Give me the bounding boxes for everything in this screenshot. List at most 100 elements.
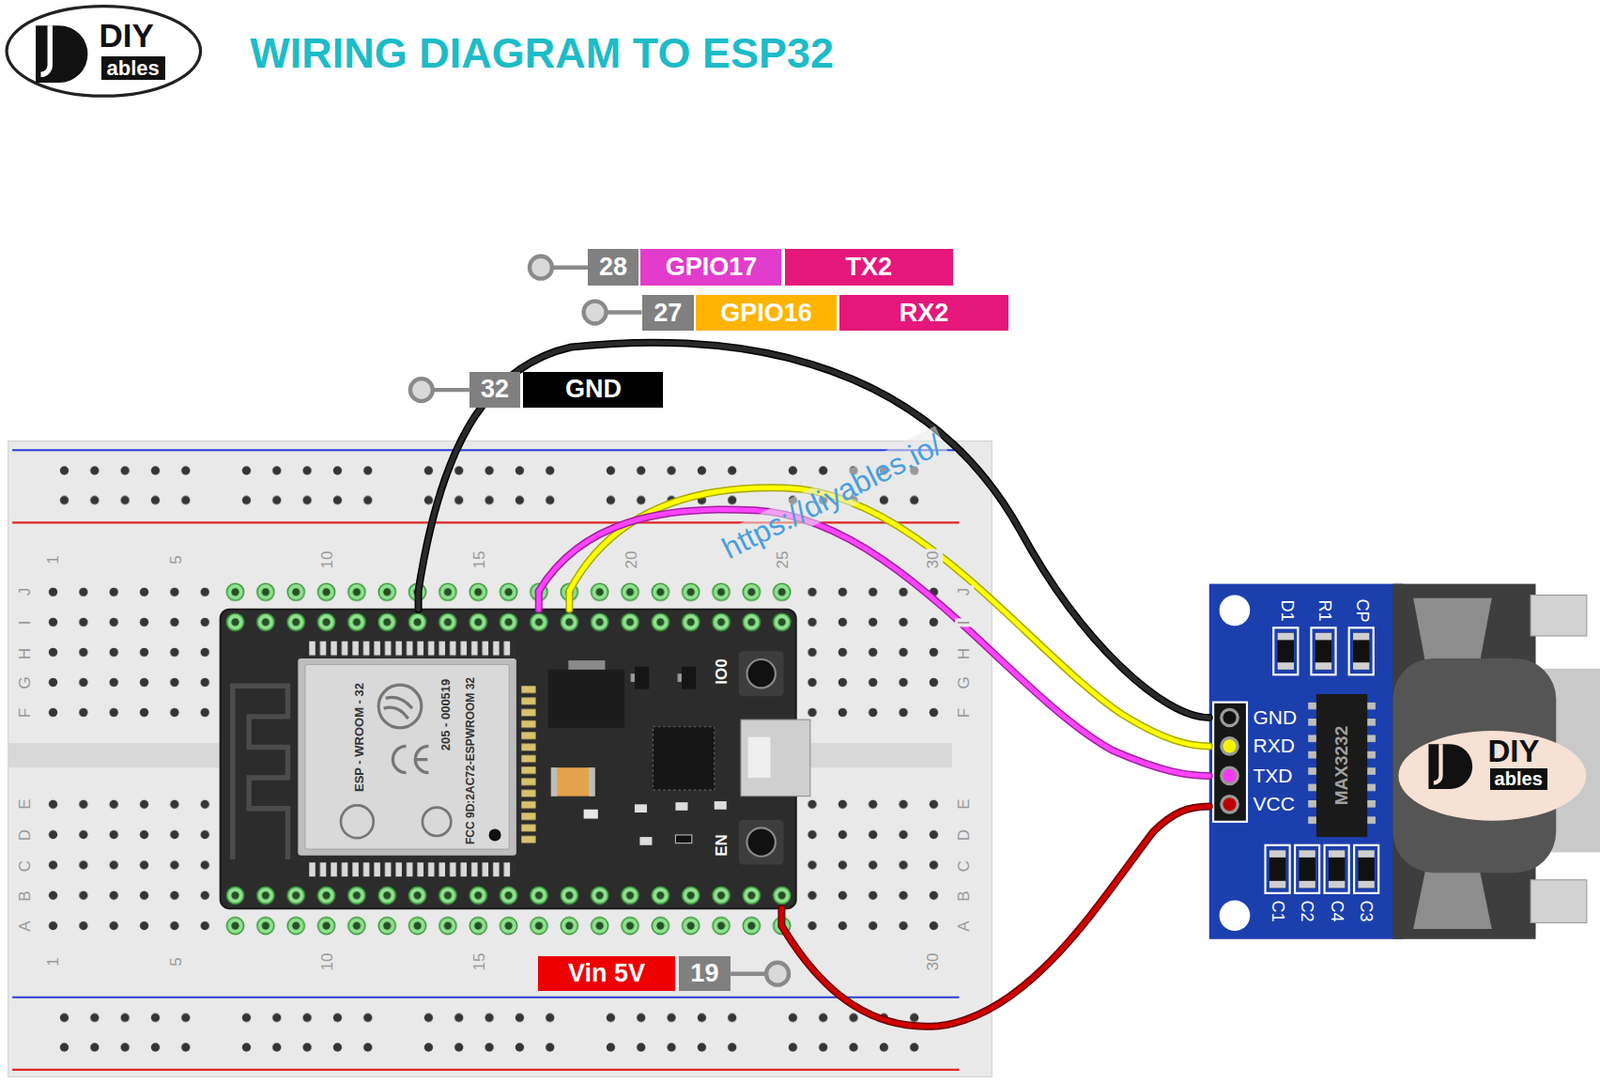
jumper-wire <box>781 806 1209 1027</box>
component-label: R1 <box>1314 599 1335 621</box>
row-letter: G <box>954 674 974 691</box>
row-letter: E <box>15 797 35 812</box>
wifi-module-shield: ESP - WROOM - 32205 - 000519FCC 9D:2AC72… <box>297 658 517 856</box>
rs232-module <box>1221 738 1238 754</box>
button-label: IO0 <box>713 658 733 684</box>
row-letter: H <box>15 645 35 661</box>
esp32-devkit <box>677 673 682 682</box>
rs232-module <box>1357 849 1374 858</box>
breadboard <box>219 910 797 941</box>
jumper-wire <box>418 342 1210 718</box>
esp32-devkit <box>392 745 429 772</box>
leader-line <box>730 971 767 976</box>
badge-text: TX2 <box>846 252 893 282</box>
brand-logo-art <box>40 25 50 75</box>
row-letter: F <box>954 705 974 719</box>
column-number: 30 <box>924 548 944 570</box>
rs232-module <box>1209 584 1403 939</box>
db9-connector <box>1413 869 1493 929</box>
breadboard <box>595 1002 748 1062</box>
row-letter: D <box>15 827 35 843</box>
pin-label: GND <box>1252 706 1297 729</box>
row-letter: C <box>954 857 974 873</box>
rs232-module <box>1269 849 1286 888</box>
row-letter: F <box>15 705 35 719</box>
breadboard <box>12 1068 959 1071</box>
logo-text: DIY <box>1487 733 1539 770</box>
esp32-devkit <box>584 809 599 819</box>
column-number: 10 <box>318 950 338 972</box>
esp32-board: IO0EN ESP - WROOM - 32205 - 000519FCC 9D:… <box>220 609 797 908</box>
row-letter: H <box>954 645 974 661</box>
logo-text: ables <box>101 56 166 80</box>
row-letter: I <box>15 618 35 628</box>
rs232-module <box>1298 880 1315 889</box>
badge-text: GND <box>565 374 622 404</box>
brand-logo-art <box>35 25 88 83</box>
breadboard <box>48 1002 201 1062</box>
esp32-devkit <box>384 696 413 719</box>
breadboard <box>48 455 201 515</box>
row-letter: J <box>954 585 974 599</box>
column-number: 25 <box>773 548 793 570</box>
rs232-module <box>1213 702 1247 822</box>
esp32-devkit <box>548 669 626 728</box>
esp32-devkit <box>489 828 502 841</box>
esp32-devkit <box>740 719 811 797</box>
rs232-module <box>1357 849 1374 888</box>
rs232-module <box>1269 880 1286 889</box>
esp32-devkit <box>568 660 605 671</box>
column-number: 5 <box>167 553 186 566</box>
esp32-devkit <box>639 836 652 846</box>
row-letter: A <box>954 918 974 933</box>
leader-line <box>529 256 553 279</box>
row-letter: J <box>15 585 35 599</box>
function-badge: TX2 <box>784 248 954 286</box>
esp32-devkit <box>675 801 688 811</box>
leader-line <box>432 387 470 392</box>
badge-text: Vin 5V <box>568 958 646 988</box>
rs232-module <box>1353 632 1370 670</box>
component-label: CP <box>1352 598 1372 622</box>
breadboard <box>230 455 384 515</box>
rs232-module <box>1324 845 1350 893</box>
db9-connector <box>1392 584 1600 939</box>
power-badge: GND <box>523 371 663 408</box>
jumper-wire <box>781 806 1209 1027</box>
esp32-devkit <box>653 726 715 790</box>
rs232-module <box>1316 693 1368 837</box>
rs232-module <box>1269 849 1286 858</box>
esp32-devkit <box>746 659 775 688</box>
max3232-module: D1R1CPGNDRXDTXDVCCC1C2C4C3MAX3232 <box>1209 584 1399 939</box>
rs232-module <box>1315 632 1332 641</box>
jumper-wire <box>569 487 1209 746</box>
leader-line <box>410 256 789 985</box>
rs232-module <box>1277 661 1294 670</box>
gpio-badge: GPIO17 <box>640 248 782 286</box>
breadboard <box>12 448 959 451</box>
rs232-module <box>1328 849 1345 888</box>
rs232-module <box>1353 632 1370 641</box>
db9-connector <box>1530 595 1587 636</box>
leader-line <box>766 962 789 985</box>
pin-label: TXD <box>1252 764 1293 787</box>
row-letter: E <box>954 797 974 812</box>
power-badge: Vin 5V <box>538 955 677 991</box>
esp32-devkit <box>551 767 558 796</box>
rs232-module <box>1277 632 1294 670</box>
rs232-module <box>1294 845 1320 893</box>
esp32-devkit <box>219 606 797 637</box>
breadboard <box>230 1002 384 1062</box>
component-label: C1 <box>1267 900 1288 923</box>
leader-line <box>410 378 433 401</box>
rs232-module <box>1273 627 1298 675</box>
esp32-devkit <box>634 666 649 690</box>
module-marking: ESP - WROOM - 32 <box>352 682 367 792</box>
component-label: C2 <box>1297 900 1318 923</box>
badge-text: 28 <box>599 252 628 282</box>
pin-number-badge: 32 <box>469 371 521 408</box>
button-label: EN <box>713 833 733 857</box>
jumper-wire <box>781 806 1209 1027</box>
column-number: 15 <box>470 548 490 570</box>
